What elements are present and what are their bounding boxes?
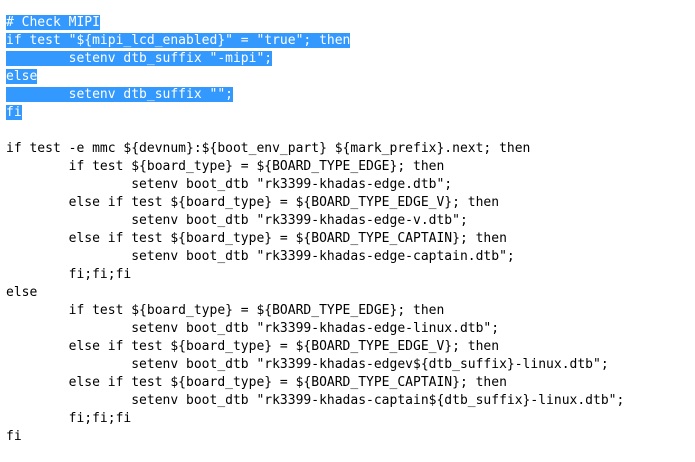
- code-line[interactable]: setenv boot_dtb "rk3399-khadas-edge-linu…: [6, 320, 695, 338]
- code-line[interactable]: setenv boot_dtb "rk3399-khadas-edgev${dt…: [6, 356, 695, 374]
- code-line-text: if test "${mipi_lcd_enabled}" = "true"; …: [6, 33, 351, 48]
- code-line[interactable]: if test "${mipi_lcd_enabled}" = "true"; …: [6, 32, 695, 50]
- code-line-text: else if test ${board_type} = ${BOARD_TYP…: [6, 195, 500, 210]
- code-line-text: # Check MIPI: [6, 15, 100, 30]
- code-line[interactable]: if test ${board_type} = ${BOARD_TYPE_EDG…: [6, 158, 695, 176]
- code-line[interactable]: else: [6, 284, 695, 302]
- code-line-text: if test -e mmc ${devnum}:${boot_env_part…: [6, 141, 531, 156]
- code-editor[interactable]: # Check MIPI if test "${mipi_lcd_enabled…: [6, 14, 695, 446]
- code-line[interactable]: # Check MIPI: [6, 14, 695, 32]
- code-line-text: fi: [6, 105, 22, 120]
- code-line[interactable]: fi;fi;fi: [6, 410, 695, 428]
- code-line-text: else if test ${board_type} = ${BOARD_TYP…: [6, 231, 507, 246]
- code-line[interactable]: setenv boot_dtb "rk3399-khadas-edge-capt…: [6, 248, 695, 266]
- code-line-text: setenv boot_dtb "rk3399-khadas-edge-linu…: [6, 321, 500, 336]
- code-line-text: else: [6, 69, 38, 84]
- code-line[interactable]: setenv dtb_suffix "";: [6, 86, 695, 104]
- code-line[interactable]: else: [6, 68, 695, 86]
- code-line[interactable]: setenv boot_dtb "rk3399-khadas-edge.dtb"…: [6, 176, 695, 194]
- code-line[interactable]: [6, 122, 695, 140]
- code-line-text: else: [6, 285, 38, 300]
- code-line-text: fi: [6, 429, 22, 444]
- code-line-text: setenv boot_dtb "rk3399-khadas-edgev${dt…: [6, 357, 609, 372]
- code-line-text: setenv boot_dtb "rk3399-khadas-captain${…: [6, 393, 625, 408]
- code-line[interactable]: if test -e mmc ${devnum}:${boot_env_part…: [6, 140, 695, 158]
- code-line[interactable]: else if test ${board_type} = ${BOARD_TYP…: [6, 194, 695, 212]
- code-line[interactable]: setenv boot_dtb "rk3399-khadas-edge-v.dt…: [6, 212, 695, 230]
- code-line[interactable]: fi;fi;fi: [6, 266, 695, 284]
- code-line[interactable]: else if test ${board_type} = ${BOARD_TYP…: [6, 338, 695, 356]
- code-line-text: setenv boot_dtb "rk3399-khadas-edge-v.dt…: [6, 213, 468, 228]
- code-line-text: setenv boot_dtb "rk3399-khadas-edge-capt…: [6, 249, 515, 264]
- code-line-text: setenv dtb_suffix "-mipi";: [6, 51, 273, 66]
- code-line-text: setenv dtb_suffix "";: [6, 87, 233, 102]
- code-line-text: setenv boot_dtb "rk3399-khadas-edge.dtb"…: [6, 177, 453, 192]
- code-line[interactable]: if test ${board_type} = ${BOARD_TYPE_EDG…: [6, 302, 695, 320]
- code-line-text: fi;fi;fi: [6, 267, 132, 282]
- code-line[interactable]: fi: [6, 104, 695, 122]
- code-line[interactable]: else if test ${board_type} = ${BOARD_TYP…: [6, 374, 695, 392]
- code-line-text: else if test ${board_type} = ${BOARD_TYP…: [6, 339, 500, 354]
- code-line[interactable]: else if test ${board_type} = ${BOARD_TYP…: [6, 230, 695, 248]
- code-line[interactable]: setenv dtb_suffix "-mipi";: [6, 50, 695, 68]
- code-line-text: fi;fi;fi: [6, 411, 132, 426]
- code-line[interactable]: fi: [6, 428, 695, 446]
- code-line-text: if test ${board_type} = ${BOARD_TYPE_EDG…: [6, 159, 445, 174]
- code-line-text: else if test ${board_type} = ${BOARD_TYP…: [6, 375, 507, 390]
- code-line-text: if test ${board_type} = ${BOARD_TYPE_EDG…: [6, 303, 445, 318]
- code-line[interactable]: setenv boot_dtb "rk3399-khadas-captain${…: [6, 392, 695, 410]
